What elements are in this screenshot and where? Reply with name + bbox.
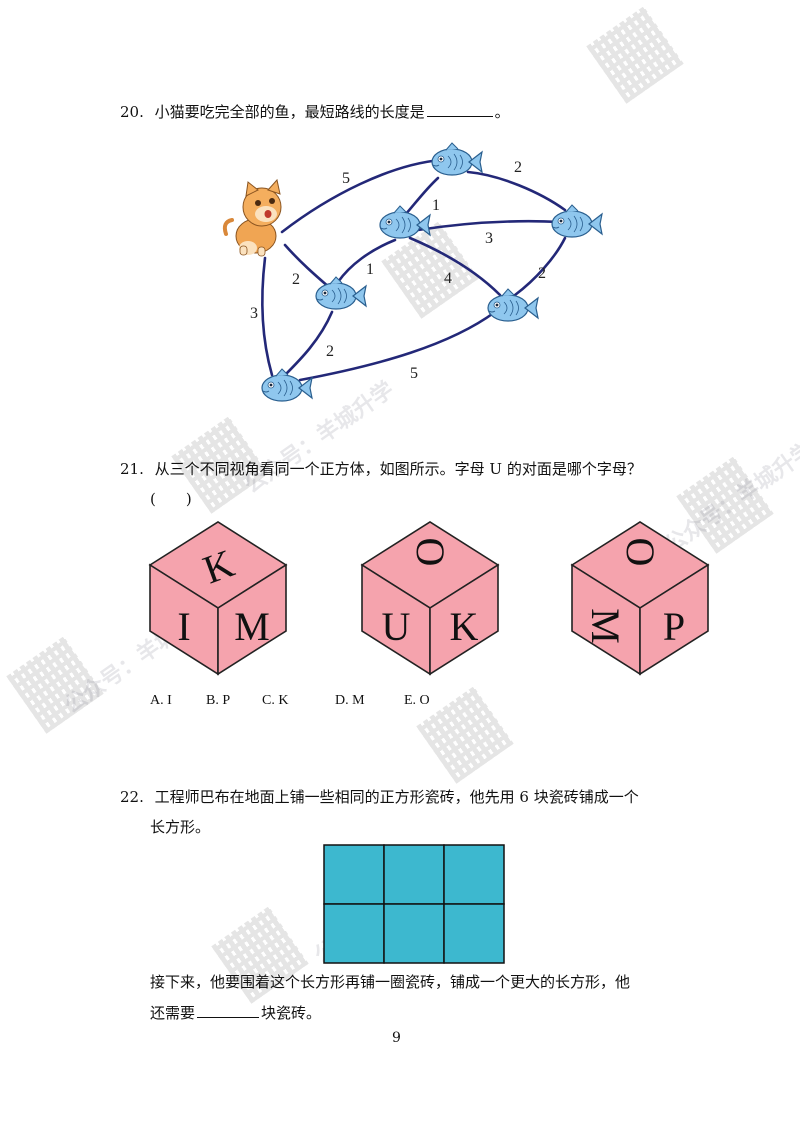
edge-label: 1: [432, 197, 440, 214]
cube-2: [360, 521, 500, 676]
edge-label: 2: [292, 271, 300, 288]
question-text-line3: 接下来，他要围着这个长方形再铺一圈瓷砖，铺成一个更大的长方形，他: [150, 973, 631, 991]
tile: [323, 844, 385, 905]
tile: [323, 903, 385, 964]
tile: [383, 903, 445, 964]
edge-label: 5: [410, 365, 418, 382]
page-number: 9: [392, 1030, 401, 1046]
tile: [443, 844, 505, 905]
question-text: 工程师巴布在地面上铺一些相同的正方形瓷砖，他先用 6 块瓷砖铺成一个: [154, 788, 639, 806]
question-text-end: 。: [494, 103, 510, 121]
option-c[interactable]: C. K: [262, 693, 289, 708]
answer-blank[interactable]: [197, 1005, 260, 1018]
cat-icon: [222, 178, 282, 257]
edge-label: 3: [250, 305, 258, 322]
question-number: 22.: [120, 788, 144, 806]
answer-paren[interactable]: ( ): [150, 490, 192, 508]
cube-letter: K: [450, 604, 479, 649]
question-text: 块瓷砖。: [261, 1004, 322, 1022]
cube-letter: I: [177, 604, 190, 649]
edge-label: 4: [444, 270, 452, 287]
question-text-line2: 长方形。: [150, 818, 211, 836]
cube-letter: M: [583, 608, 628, 644]
question-text: 小猫要吃完全部的鱼，最短路线的长度是: [154, 103, 425, 121]
edge-label: 1: [366, 261, 374, 278]
edge-label: 2: [326, 343, 334, 360]
option-b[interactable]: B. P: [206, 693, 231, 708]
question-number: 20.: [120, 103, 144, 121]
edge-label: 2: [538, 265, 546, 282]
cube-3: [570, 521, 710, 676]
question-text-line4: 还需要 块瓷砖。: [150, 1005, 321, 1021]
edge-label: 3: [485, 230, 493, 247]
cube-letter: M: [234, 604, 270, 649]
edge-label: 2: [514, 159, 522, 176]
tile: [383, 844, 445, 905]
option-e[interactable]: E. O: [404, 693, 430, 708]
option-d[interactable]: D. M: [335, 693, 365, 708]
edge-label: 5: [342, 170, 350, 187]
answer-blank[interactable]: [426, 104, 493, 117]
cube-letter: P: [663, 604, 685, 649]
cube-letter: O: [408, 538, 453, 567]
question-text: 从三个不同视角看同一个正方体，如图所示。字母 U 的对面是哪个字母？: [154, 460, 642, 478]
question-text: 还需要: [150, 1004, 196, 1022]
cube-letter: O: [618, 538, 663, 567]
question-20: 20. 小猫要吃完全部的鱼，最短路线的长度是 。: [120, 104, 510, 120]
cube-letter: U: [382, 604, 411, 649]
cube-1: [148, 521, 288, 676]
question-21: 21. 从三个不同视角看同一个正方体，如图所示。字母 U 的对面是哪个字母？: [120, 462, 642, 477]
question-22: 22. 工程师巴布在地面上铺一些相同的正方形瓷砖，他先用 6 块瓷砖铺成一个: [120, 790, 639, 805]
question-number: 21.: [120, 460, 144, 478]
tile: [443, 903, 505, 964]
option-a[interactable]: A. I: [150, 693, 172, 708]
